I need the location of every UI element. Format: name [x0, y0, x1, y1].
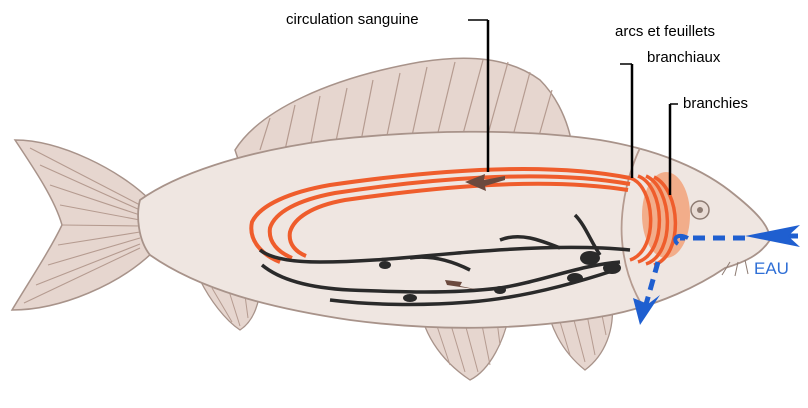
label-arcs-line2: branchiaux: [647, 49, 720, 67]
label-arcs-line1: arcs et feuillets: [615, 23, 715, 41]
label-circulation-sanguine: circulation sanguine: [286, 11, 419, 29]
tail-fin: [12, 140, 155, 310]
label-eau: EAU: [754, 260, 789, 278]
label-branchies: branchies: [683, 95, 748, 113]
